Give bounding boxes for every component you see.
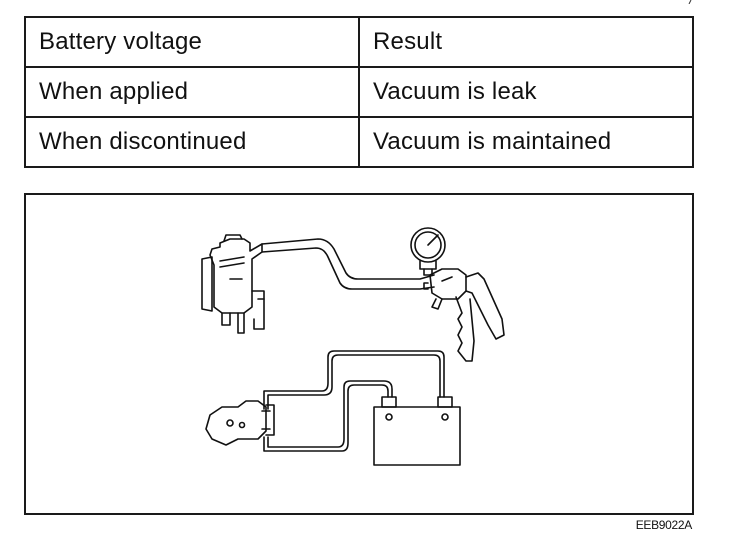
cell-vacuum-leak: Vacuum is leak xyxy=(358,66,694,118)
header-result: Result xyxy=(358,16,694,68)
cell-vacuum-maintained: Vacuum is maintained xyxy=(358,116,694,168)
test-result-table: Battery voltage Result When applied Vacu… xyxy=(24,16,694,168)
solenoid-valve xyxy=(201,234,265,334)
wire-negative xyxy=(263,380,393,452)
figure-code: EEB9022A xyxy=(635,518,693,532)
table-row: When discontinued Vacuum is maintained xyxy=(24,116,694,168)
wire-positive xyxy=(263,350,445,410)
cell-when-discontinued: When discontinued xyxy=(24,116,360,168)
table-header-row: Battery voltage Result xyxy=(24,16,694,68)
table-row: When applied Vacuum is leak xyxy=(24,66,694,118)
wire-connector xyxy=(205,400,275,446)
vacuum-test-diagram xyxy=(201,227,505,466)
vacuum-gauge xyxy=(410,227,446,276)
battery xyxy=(373,396,461,466)
corner-mark xyxy=(688,0,692,4)
cell-when-applied: When applied xyxy=(24,66,360,118)
vacuum-hose xyxy=(261,238,435,290)
test-diagram-frame xyxy=(24,193,694,515)
header-battery-voltage: Battery voltage xyxy=(24,16,360,68)
hand-vacuum-pump xyxy=(423,268,505,362)
